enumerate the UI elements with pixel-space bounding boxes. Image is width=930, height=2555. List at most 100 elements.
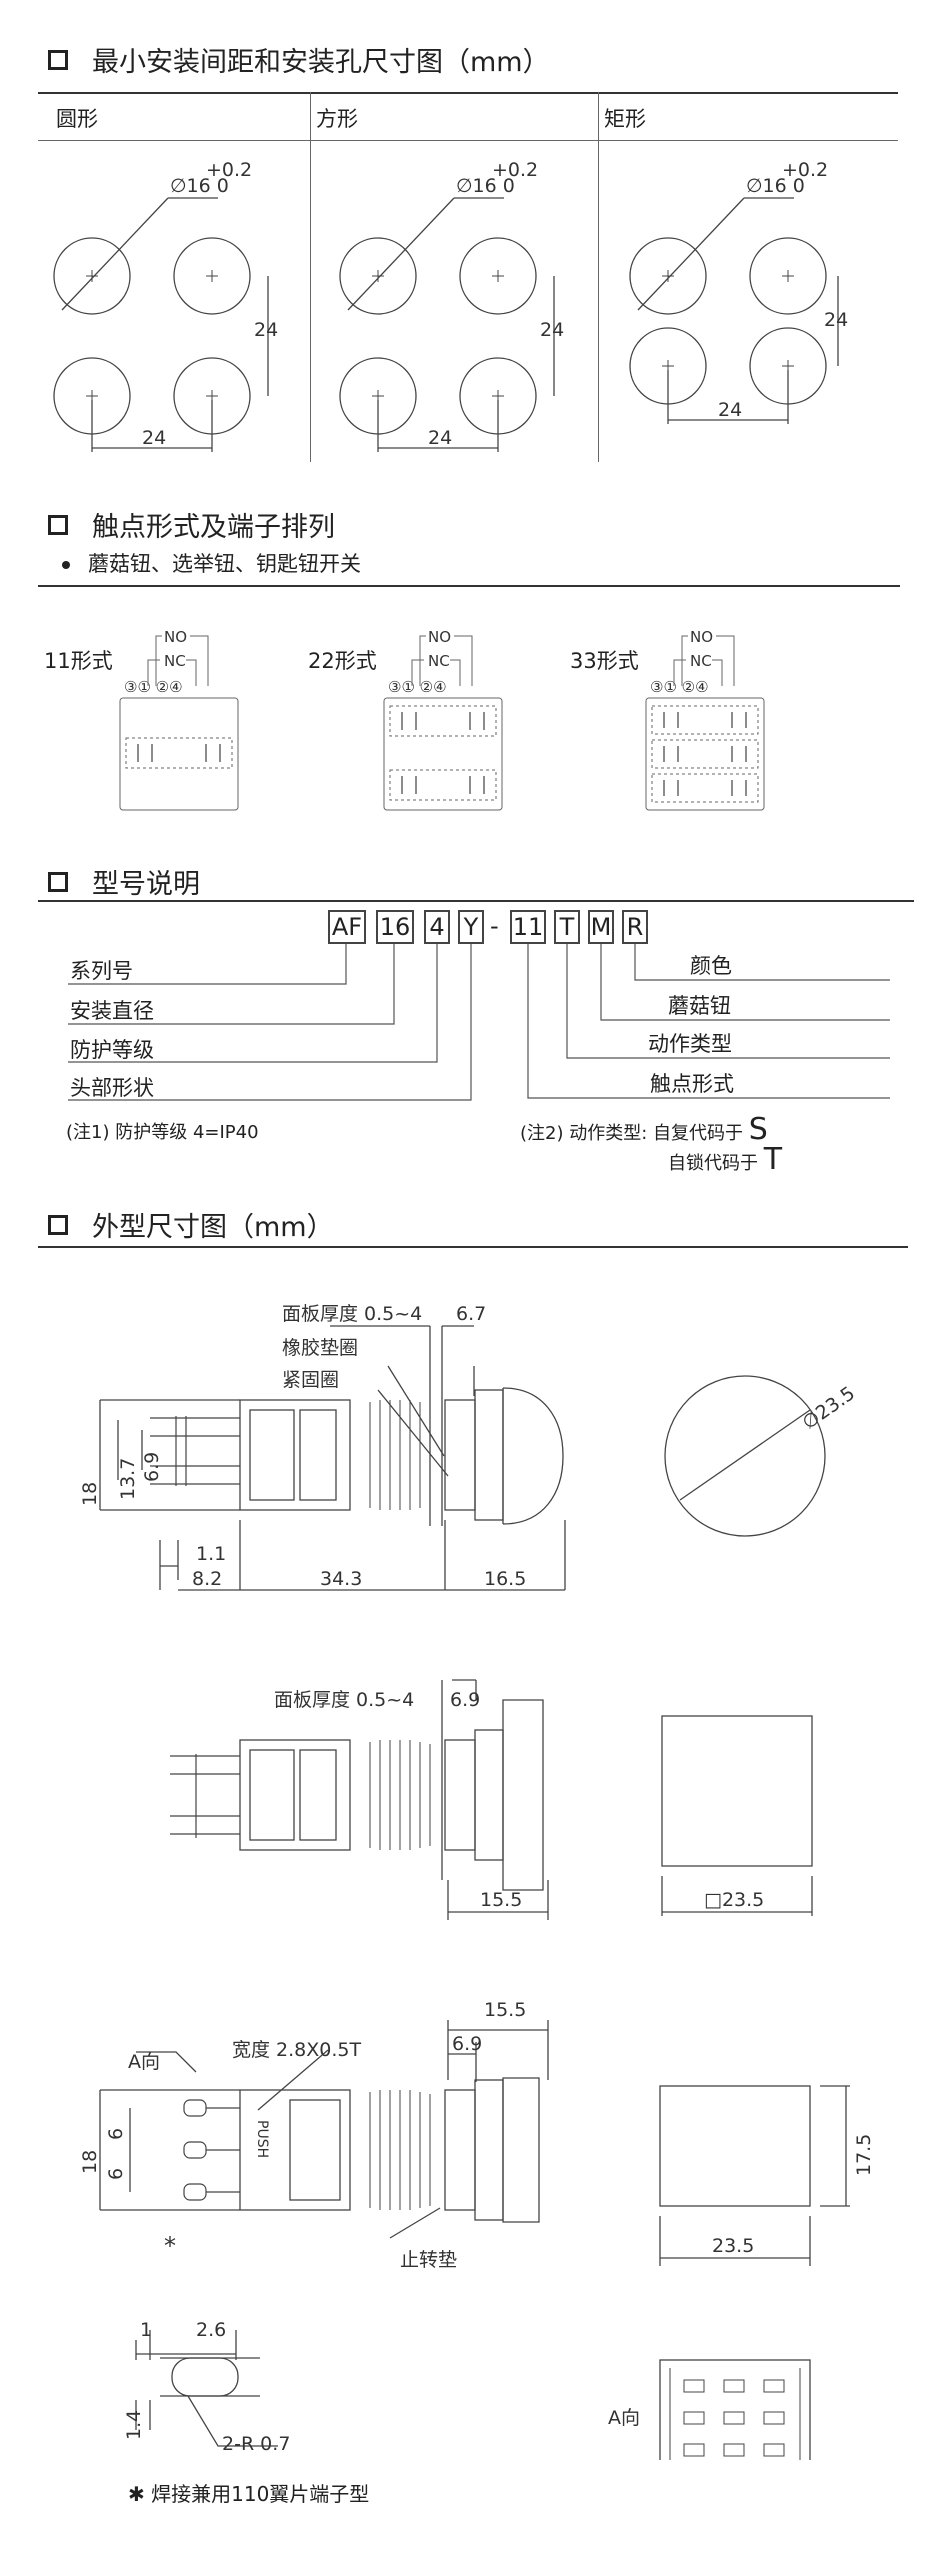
model-leader-lines <box>68 944 890 1101</box>
dim-square-23-5: □23.5 <box>704 1889 764 1911</box>
terminal-labels: ③① ②④ <box>650 678 709 696</box>
panel-thickness-label: 面板厚度 0.5~4 <box>274 1689 414 1711</box>
hole-dim-label: ∅16 0 <box>170 175 229 197</box>
dim-15-5: 15.5 <box>480 1889 522 1911</box>
push-label: PUSH <box>254 2120 270 2158</box>
code-contact: 11 <box>510 910 546 944</box>
section-title-model: 型号说明 <box>48 862 200 901</box>
hole-dim-label: ∅16 0 <box>746 175 805 197</box>
hole-dim-label: ∅16 0 <box>456 175 515 197</box>
spacing-label: 24 <box>540 319 564 341</box>
section-title-min-spacing: 最小安装间距和安装孔尺寸图（mm） <box>48 40 550 79</box>
label-mushroom: 蘑菇钮 <box>668 994 731 1018</box>
outline-drawing-1: 面板厚度 0.5~4 6.7 橡胶垫圈 紧固圈 18 13.7 6.9 1.1 … <box>79 1303 859 1591</box>
dim-1-4: 1.4 <box>123 2410 145 2440</box>
checkbox-square-icon <box>48 871 68 892</box>
section-rule <box>38 585 900 587</box>
dim-1: 1 <box>140 2319 152 2341</box>
tolerance-label: +0.2 <box>782 159 828 181</box>
hole-spacing-diagrams: +0.2 ∅16 0 +0.2 ∅16 0 +0.2 ∅16 0 24 24 2… <box>53 159 848 452</box>
form-label-33: 33形式 <box>570 649 639 673</box>
dim-23-5: 23.5 <box>712 2235 754 2257</box>
spacing-label: 24 <box>142 427 166 449</box>
table-header-line <box>38 140 898 141</box>
radius-label: 2-R 0.7 <box>222 2433 290 2455</box>
footnote: ✱ 焊接兼用110翼片端子型 <box>128 2482 370 2506</box>
column-divider <box>310 92 311 462</box>
label-action: 动作类型 <box>648 1032 732 1056</box>
section-rule <box>38 92 898 94</box>
contacts-bullet: 蘑菇钮、选举钮、钥匙钮开关 <box>62 548 361 578</box>
form-label-22: 22形式 <box>308 649 377 673</box>
column-label-square: 方形 <box>316 107 358 131</box>
dim-6-7: 6.7 <box>456 1303 486 1325</box>
panel-thickness-label: 面板厚度 0.5~4 <box>282 1303 422 1325</box>
anti-rotation-pad-label: 止转垫 <box>400 2249 457 2271</box>
terminal-labels: ③① ②④ <box>388 678 447 696</box>
label-contact: 触点形式 <box>650 1072 734 1096</box>
dim-17-5: 17.5 <box>853 2134 875 2176</box>
tolerance-label: +0.2 <box>206 159 252 181</box>
outline-drawing-4: 1 2.6 1.4 2-R 0.7 A向 <box>123 2319 811 2460</box>
section-title-contacts: 触点形式及端子排列 <box>48 505 335 544</box>
label-head: 头部形状 <box>70 1076 154 1100</box>
note-2-line-2: 自锁代码于 T <box>668 1142 783 1177</box>
dim-6-9: 6.9 <box>450 1689 480 1711</box>
label-protection: 防护等级 <box>70 1038 154 1062</box>
outline-drawing-2: 面板厚度 0.5~4 6.9 15.5 □23.5 <box>170 1679 813 1920</box>
code-protection: 4 <box>424 910 450 944</box>
no-label: NO <box>428 628 451 646</box>
column-divider <box>598 92 599 462</box>
dim-34-3: 34.3 <box>320 1568 362 1590</box>
column-label-round: 圆形 <box>56 107 98 131</box>
label-color: 颜色 <box>690 954 732 978</box>
a-direction-label: A向 <box>608 2407 640 2429</box>
column-label-rect: 矩形 <box>604 107 646 131</box>
rubber-gasket-label: 橡胶垫圈 <box>282 1337 358 1359</box>
outline-drawing-3: 宽度 2.8X0.5T A向 18 6 6 * 15.5 6.9 止转垫 PUS… <box>79 1999 875 2271</box>
dim-15-5: 15.5 <box>484 1999 526 2021</box>
nc-label: NC <box>428 652 450 670</box>
nc-label: NC <box>690 652 712 670</box>
note-1: (注1) 防护等级 4=IP40 <box>66 1122 259 1143</box>
note-2-line-1: (注2) 动作类型: 自复代码于 S <box>520 1112 768 1147</box>
nc-label: NC <box>164 652 186 670</box>
section-rule <box>38 1246 908 1248</box>
dim-6-9: 6.9 <box>141 1452 163 1482</box>
code-action: T <box>554 910 580 944</box>
no-label: NO <box>164 628 187 646</box>
contact-arrangement-diagrams: NO NC ③① ②④ NO NC ③① ②④ NO NC ③① ②④ <box>119 628 765 811</box>
checkbox-square-icon <box>48 49 68 70</box>
code-mushroom: M <box>588 910 614 944</box>
code-series: AF <box>328 910 366 944</box>
terminal-width-label: 宽度 2.8X0.5T <box>232 2039 361 2061</box>
dim-6: 6 <box>105 2168 127 2180</box>
dim-2-6: 2.6 <box>196 2319 226 2341</box>
dim-16-5: 16.5 <box>484 1568 526 1590</box>
tolerance-label: +0.2 <box>492 159 538 181</box>
code-color: R <box>622 910 648 944</box>
dim-6-9: 6.9 <box>452 2033 482 2055</box>
dim-dia-23-5: ∅23.5 <box>798 1382 859 1434</box>
code-dash: - <box>490 912 499 940</box>
terminal-labels: ③① ②④ <box>124 678 183 696</box>
dim-18: 18 <box>79 1482 101 1506</box>
spacing-label: 24 <box>254 319 278 341</box>
a-direction-label: A向 <box>128 2051 160 2073</box>
section-rule <box>38 900 914 902</box>
code-head: Y <box>458 910 484 944</box>
dim-8-2: 8.2 <box>192 1568 222 1590</box>
dim-1-1: 1.1 <box>196 1543 226 1565</box>
dim-18: 18 <box>79 2150 101 2174</box>
label-series: 系列号 <box>70 959 133 983</box>
asterisk-mark: * <box>164 2232 176 2260</box>
code-diameter: 16 <box>376 910 414 944</box>
label-diameter: 安装直径 <box>70 999 154 1023</box>
form-label-11: 11形式 <box>44 649 113 673</box>
spacing-label: 24 <box>428 427 452 449</box>
dim-6: 6 <box>105 2128 127 2140</box>
checkbox-square-icon <box>48 1214 68 1235</box>
spacing-label: 24 <box>824 309 848 331</box>
section-title-outline: 外型尺寸图（mm） <box>48 1205 334 1244</box>
